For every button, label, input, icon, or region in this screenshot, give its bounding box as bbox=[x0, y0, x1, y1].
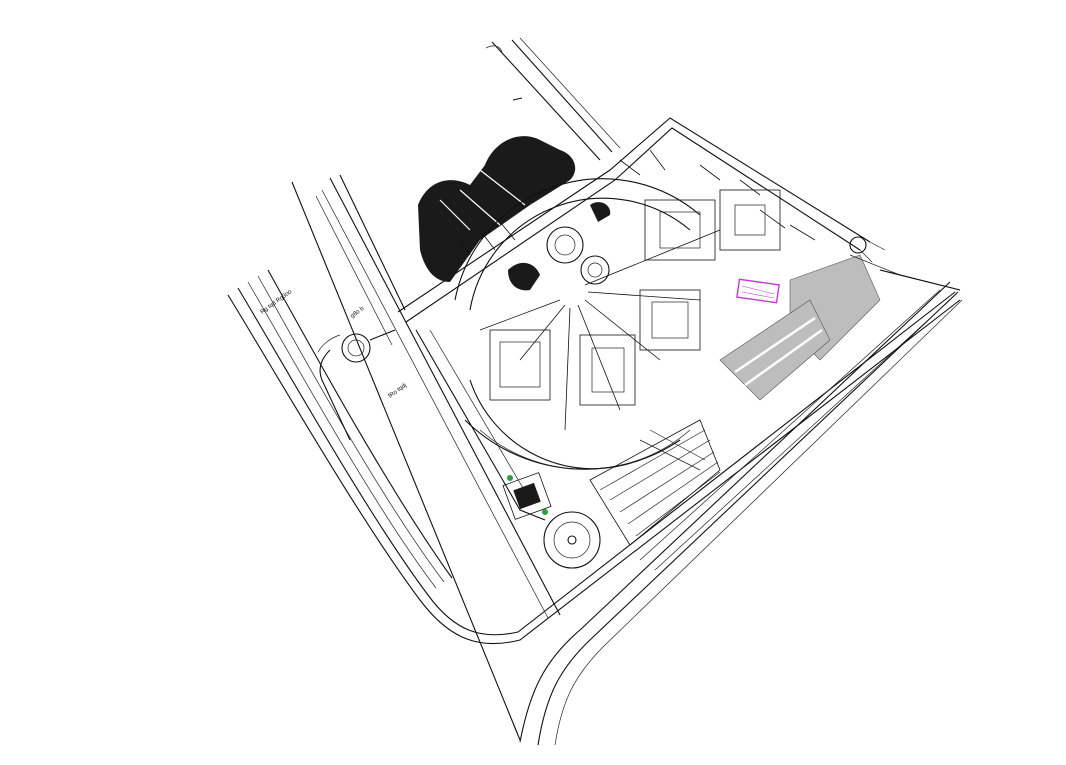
road-label-west: Rg tqd Rg3oo bbox=[260, 289, 294, 316]
north-access-road bbox=[485, 37, 621, 161]
parking-south bbox=[589, 419, 721, 546]
junction-label: g8o b bbox=[350, 306, 366, 320]
road-label-mid: fRo tqdj bbox=[388, 383, 408, 400]
western-highway bbox=[227, 269, 961, 645]
landscape-woodland bbox=[418, 136, 576, 282]
eastern-highway bbox=[519, 281, 963, 746]
central-campus bbox=[454, 149, 816, 470]
ne-roundabout bbox=[849, 236, 961, 291]
highlighted-building bbox=[736, 278, 780, 304]
parking-east bbox=[719, 254, 881, 401]
western-boundary bbox=[291, 174, 561, 741]
north-arrow bbox=[512, 97, 523, 101]
west-roundabout bbox=[317, 329, 396, 441]
south-pavilion bbox=[502, 472, 601, 569]
